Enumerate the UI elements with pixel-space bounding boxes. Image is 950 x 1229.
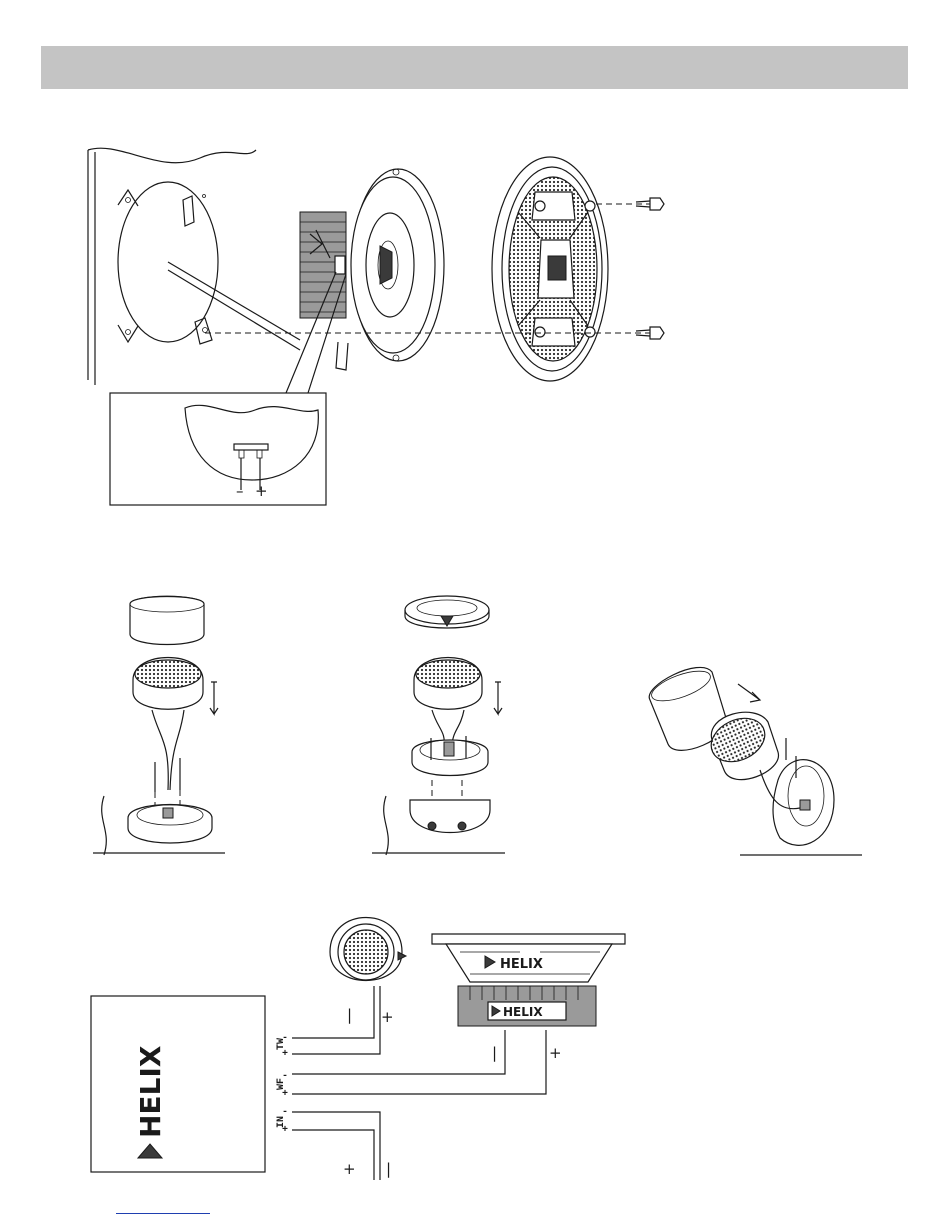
grille-cover: [492, 157, 608, 381]
woofer-plus-terminal-label: +: [255, 482, 268, 500]
footer-link-underline[interactable]: [116, 1213, 210, 1214]
tweeter-surface-mount: [93, 596, 225, 855]
tweeter-flush-mount: [372, 596, 505, 855]
tweeter-angle-mount: [648, 665, 862, 855]
woofer-minus-marker: |: [492, 1044, 497, 1062]
helix-logo-woofer-magnet: HELIX: [503, 1005, 543, 1019]
input-plus-marker: +: [343, 1160, 356, 1178]
crossover-terminals: TW - + WF - + IN - +: [276, 1033, 288, 1136]
tweeter-top-view: [330, 918, 406, 981]
woofer-speaker: [300, 169, 444, 361]
helix-crossover-box: HELIX: [91, 996, 265, 1172]
tweeter-minus-marker: |: [347, 1006, 352, 1024]
input-minus-marker: |: [386, 1160, 391, 1178]
terminal-wf-minus: -: [282, 1071, 288, 1082]
helix-logo-vertical: HELIX: [134, 1045, 167, 1138]
helix-logo-woofer-top: HELIX: [500, 957, 543, 972]
terminal-wf-plus: +: [282, 1089, 288, 1100]
tweeter-plus-marker: +: [381, 1008, 394, 1026]
woofer-side-view: HELIX HELIX: [432, 934, 625, 1026]
polarity-markers: | + | + + |: [343, 1006, 562, 1178]
terminal-tw-minus: -: [282, 1033, 288, 1044]
terminal-tw-plus: +: [282, 1049, 288, 1060]
woofer-plus-marker: +: [549, 1044, 562, 1062]
terminal-in-plus: +: [282, 1125, 288, 1136]
terminal-in-minus: -: [282, 1107, 288, 1118]
woofer-minus-terminal-label: –: [236, 482, 244, 500]
